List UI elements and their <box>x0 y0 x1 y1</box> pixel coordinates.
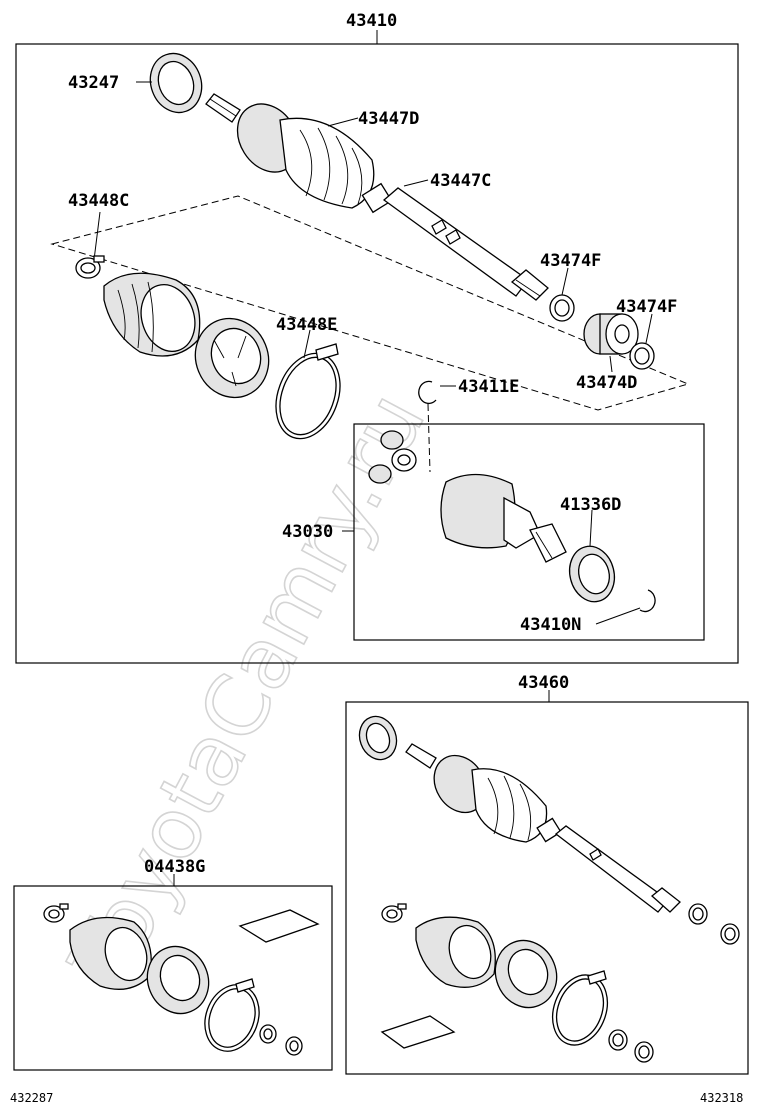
footer-ref-right: 432318 <box>700 1091 743 1105</box>
kit-clamp-part[interactable] <box>43 903 69 923</box>
rear-grease-pack-part[interactable] <box>380 1015 456 1049</box>
label-43448C[interactable]: 43448C <box>68 191 129 211</box>
damper-ring-2-part[interactable] <box>629 342 655 370</box>
label-43410[interactable]: 43410 <box>346 11 397 31</box>
damper-ring-1-part[interactable] <box>549 294 575 322</box>
tripod-part[interactable] <box>368 430 417 484</box>
boot-kit-frame <box>13 885 333 1071</box>
label-43410N[interactable]: 43410N <box>520 615 581 635</box>
rear-clamp-part[interactable] <box>381 903 407 923</box>
label-43447D[interactable]: 43447D <box>358 109 419 129</box>
label-43474D[interactable]: 43474D <box>576 373 637 393</box>
label-43474F-1[interactable]: 43474F <box>540 251 601 271</box>
kit-ring-1-part[interactable] <box>259 1024 277 1044</box>
rear-ring-1-part[interactable] <box>688 903 708 925</box>
rear-ring-2-part[interactable] <box>720 923 740 945</box>
drive-shaft-part[interactable] <box>205 93 549 301</box>
front-shaft-assembly-group: 43410 43247 <box>15 11 739 664</box>
kit-band-part[interactable] <box>196 977 268 1059</box>
rear-housing-part[interactable] <box>485 931 566 1017</box>
joint-housing-part[interactable] <box>440 473 567 563</box>
label-43030[interactable]: 43030 <box>282 522 333 542</box>
seal-43247-part[interactable] <box>142 46 210 119</box>
label-43448E[interactable]: 43448E <box>276 315 337 335</box>
kit-inner-boot-part[interactable] <box>69 916 153 990</box>
rear-drive-shaft-part[interactable] <box>405 743 681 913</box>
label-43460[interactable]: 43460 <box>518 673 569 693</box>
kit-housing-part[interactable] <box>137 937 218 1023</box>
rear-seal-part[interactable] <box>354 711 403 765</box>
inner-housing-part[interactable] <box>184 307 281 408</box>
label-04438G[interactable]: 04438G <box>144 857 205 877</box>
damper-43474D-part[interactable] <box>583 313 639 355</box>
boot-kit-group: 04438G <box>13 857 333 1071</box>
label-43247[interactable]: 43247 <box>68 73 119 93</box>
rear-inner-boot-part[interactable] <box>415 916 497 988</box>
snap-ring-43411E-part[interactable] <box>418 380 437 405</box>
inner-boot-part[interactable] <box>103 272 203 358</box>
rear-ring-4-part[interactable] <box>634 1041 654 1063</box>
rear-band-part[interactable] <box>543 967 616 1052</box>
clamp-43448C-part[interactable] <box>75 255 105 279</box>
footer-ref-left: 432287 <box>10 1091 53 1105</box>
label-43447C[interactable]: 43447C <box>430 171 491 191</box>
snap-ring-43410N-part[interactable] <box>639 589 656 613</box>
kit-grease-pack-part[interactable] <box>238 909 320 943</box>
rear-ring-3-part[interactable] <box>608 1029 628 1051</box>
rear-assembly-frame <box>345 701 749 1075</box>
label-43474F-2[interactable]: 43474F <box>616 297 677 317</box>
label-43411E[interactable]: 43411E <box>458 377 519 397</box>
label-41336D[interactable]: 41336D <box>560 495 621 515</box>
boot-kit-outline <box>50 195 690 411</box>
rear-shaft-assembly-group: 43460 <box>345 673 749 1075</box>
band-43448E-part[interactable] <box>265 343 351 448</box>
oil-seal-41336D-part[interactable] <box>564 542 620 607</box>
joint-subassembly-frame <box>353 423 705 641</box>
kit-ring-2-part[interactable] <box>285 1036 303 1056</box>
